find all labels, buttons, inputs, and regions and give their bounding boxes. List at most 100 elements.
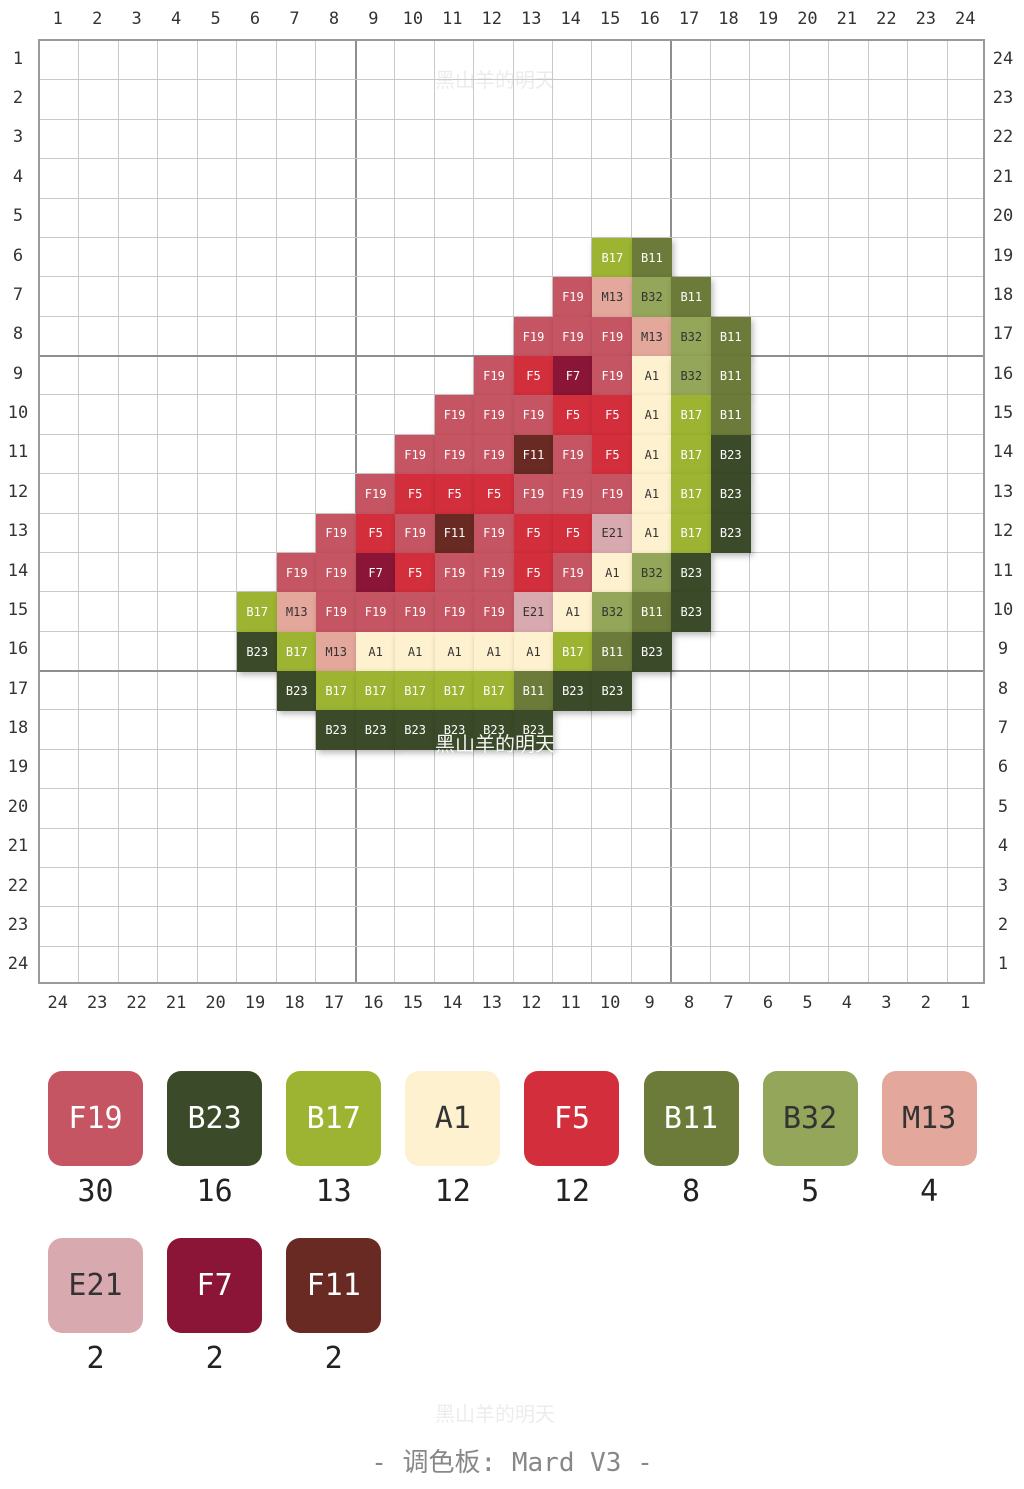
grid-hline (40, 906, 983, 908)
row-label-right: 7 (997, 718, 1009, 739)
bead-cell: B17 (671, 513, 712, 554)
row-label-left: 1 (12, 48, 24, 69)
row-label-right: 8 (997, 678, 1009, 699)
bead-cell: F19 (434, 552, 475, 593)
column-label-top: 22 (876, 9, 897, 29)
column-label-top: 9 (368, 9, 379, 29)
bead-cell: B11 (513, 671, 554, 711)
column-label-top: 14 (560, 9, 581, 29)
grid-hline (40, 827, 983, 829)
grid-hline (40, 236, 983, 238)
grid-vline (315, 41, 317, 982)
column-label-top: 13 (520, 9, 542, 29)
bead-cell: F5 (474, 474, 514, 514)
column-label-bottom: 9 (644, 993, 655, 1013)
bead-cell: B17 (474, 671, 514, 711)
bead-cell: A1 (592, 552, 633, 593)
column-label-top: 12 (481, 9, 502, 29)
bead-cell: A1 (395, 631, 436, 672)
row-label-left: 5 (12, 206, 24, 227)
column-label-bottom: 4 (841, 993, 853, 1013)
bead-cell: B32 (631, 552, 672, 593)
grid-vline (196, 41, 198, 982)
bead-cell: B23 (671, 552, 712, 593)
grid-hline (40, 197, 983, 199)
bead-cell: F19 (552, 552, 593, 593)
bead-cell: F19 (513, 316, 554, 357)
grid-vline (907, 41, 909, 982)
column-label-bottom: 5 (802, 993, 813, 1013)
palette-count: 16 (196, 1174, 233, 1209)
grid-vline (117, 41, 119, 982)
column-label-top: 16 (639, 9, 660, 29)
column-label-bottom: 19 (244, 993, 266, 1013)
row-label-left: 18 (7, 718, 29, 739)
row-label-right: 3 (997, 875, 1009, 896)
grid-hline (40, 276, 983, 278)
bead-cell: B32 (592, 592, 633, 633)
row-label-left: 17 (7, 678, 29, 699)
column-label-bottom: 23 (86, 993, 108, 1013)
row-label-right: 17 (992, 324, 1014, 345)
row-label-left: 20 (7, 796, 29, 817)
bead-cell: B17 (671, 474, 712, 514)
row-label-right: 22 (992, 127, 1014, 148)
column-label-top: 11 (442, 9, 463, 29)
bead-cell: F5 (552, 513, 593, 554)
bead-cell: F19 (316, 552, 357, 593)
column-label-top: 17 (678, 9, 700, 29)
palette-footer: - 调色板: Mard V3 - (371, 1448, 653, 1478)
grid-hline (40, 118, 983, 120)
row-label-right: 14 (992, 442, 1014, 463)
column-label-bottom: 8 (683, 993, 695, 1013)
bead-cell: F19 (474, 434, 514, 475)
bead-cell: B17 (237, 592, 278, 633)
row-label-right: 21 (992, 166, 1014, 187)
bead-cell: F19 (552, 434, 593, 475)
row-label-left: 12 (7, 481, 29, 502)
column-label-bottom: 20 (205, 993, 226, 1013)
bead-cell: F19 (395, 513, 436, 554)
bead-cell: A1 (474, 631, 514, 672)
column-label-bottom: 14 (442, 993, 463, 1013)
bead-cell: F11 (434, 513, 475, 554)
column-label-bottom: 24 (47, 993, 68, 1013)
row-label-right: 10 (992, 599, 1014, 620)
palette-swatch: B17 (286, 1071, 382, 1166)
bead-cell: A1 (434, 631, 475, 672)
row-label-right: 24 (992, 48, 1014, 69)
grid-vline (275, 41, 277, 982)
bead-cell: E21 (592, 513, 633, 554)
bead-cell: B11 (631, 237, 672, 278)
bead-cell: A1 (631, 395, 672, 436)
palette-swatch: F19 (48, 1071, 143, 1166)
palette-swatch: F11 (286, 1238, 382, 1333)
bead-cell: B17 (316, 671, 357, 711)
row-label-left: 6 (12, 245, 24, 266)
palette-count: 30 (77, 1174, 114, 1209)
palette-count: 12 (553, 1174, 590, 1209)
row-label-left: 8 (12, 324, 24, 345)
bead-cell: B23 (316, 710, 357, 751)
palette-swatch: B11 (643, 1071, 739, 1166)
bead-cell: B23 (237, 631, 278, 672)
bead-cell: B23 (671, 592, 712, 633)
column-label-top: 7 (289, 9, 300, 29)
palette-swatch: F5 (524, 1071, 620, 1166)
row-label-left: 9 (12, 363, 24, 384)
row-label-right: 19 (992, 245, 1014, 266)
bead-cell: F5 (355, 513, 396, 554)
palette-count: 12 (434, 1174, 471, 1209)
bead-cell: B11 (710, 356, 751, 396)
bead-cell: A1 (631, 356, 672, 396)
palette-count: 4 (920, 1174, 939, 1209)
column-label-bottom: 7 (723, 993, 734, 1013)
bead-cell: B23 (276, 671, 317, 711)
grid-hline (40, 79, 983, 81)
row-label-left: 14 (7, 560, 29, 581)
bead-cell: B11 (710, 395, 751, 436)
bead-cell: F5 (395, 552, 436, 593)
palette-swatch: B23 (167, 1071, 263, 1166)
palette-swatch: A1 (405, 1071, 501, 1166)
